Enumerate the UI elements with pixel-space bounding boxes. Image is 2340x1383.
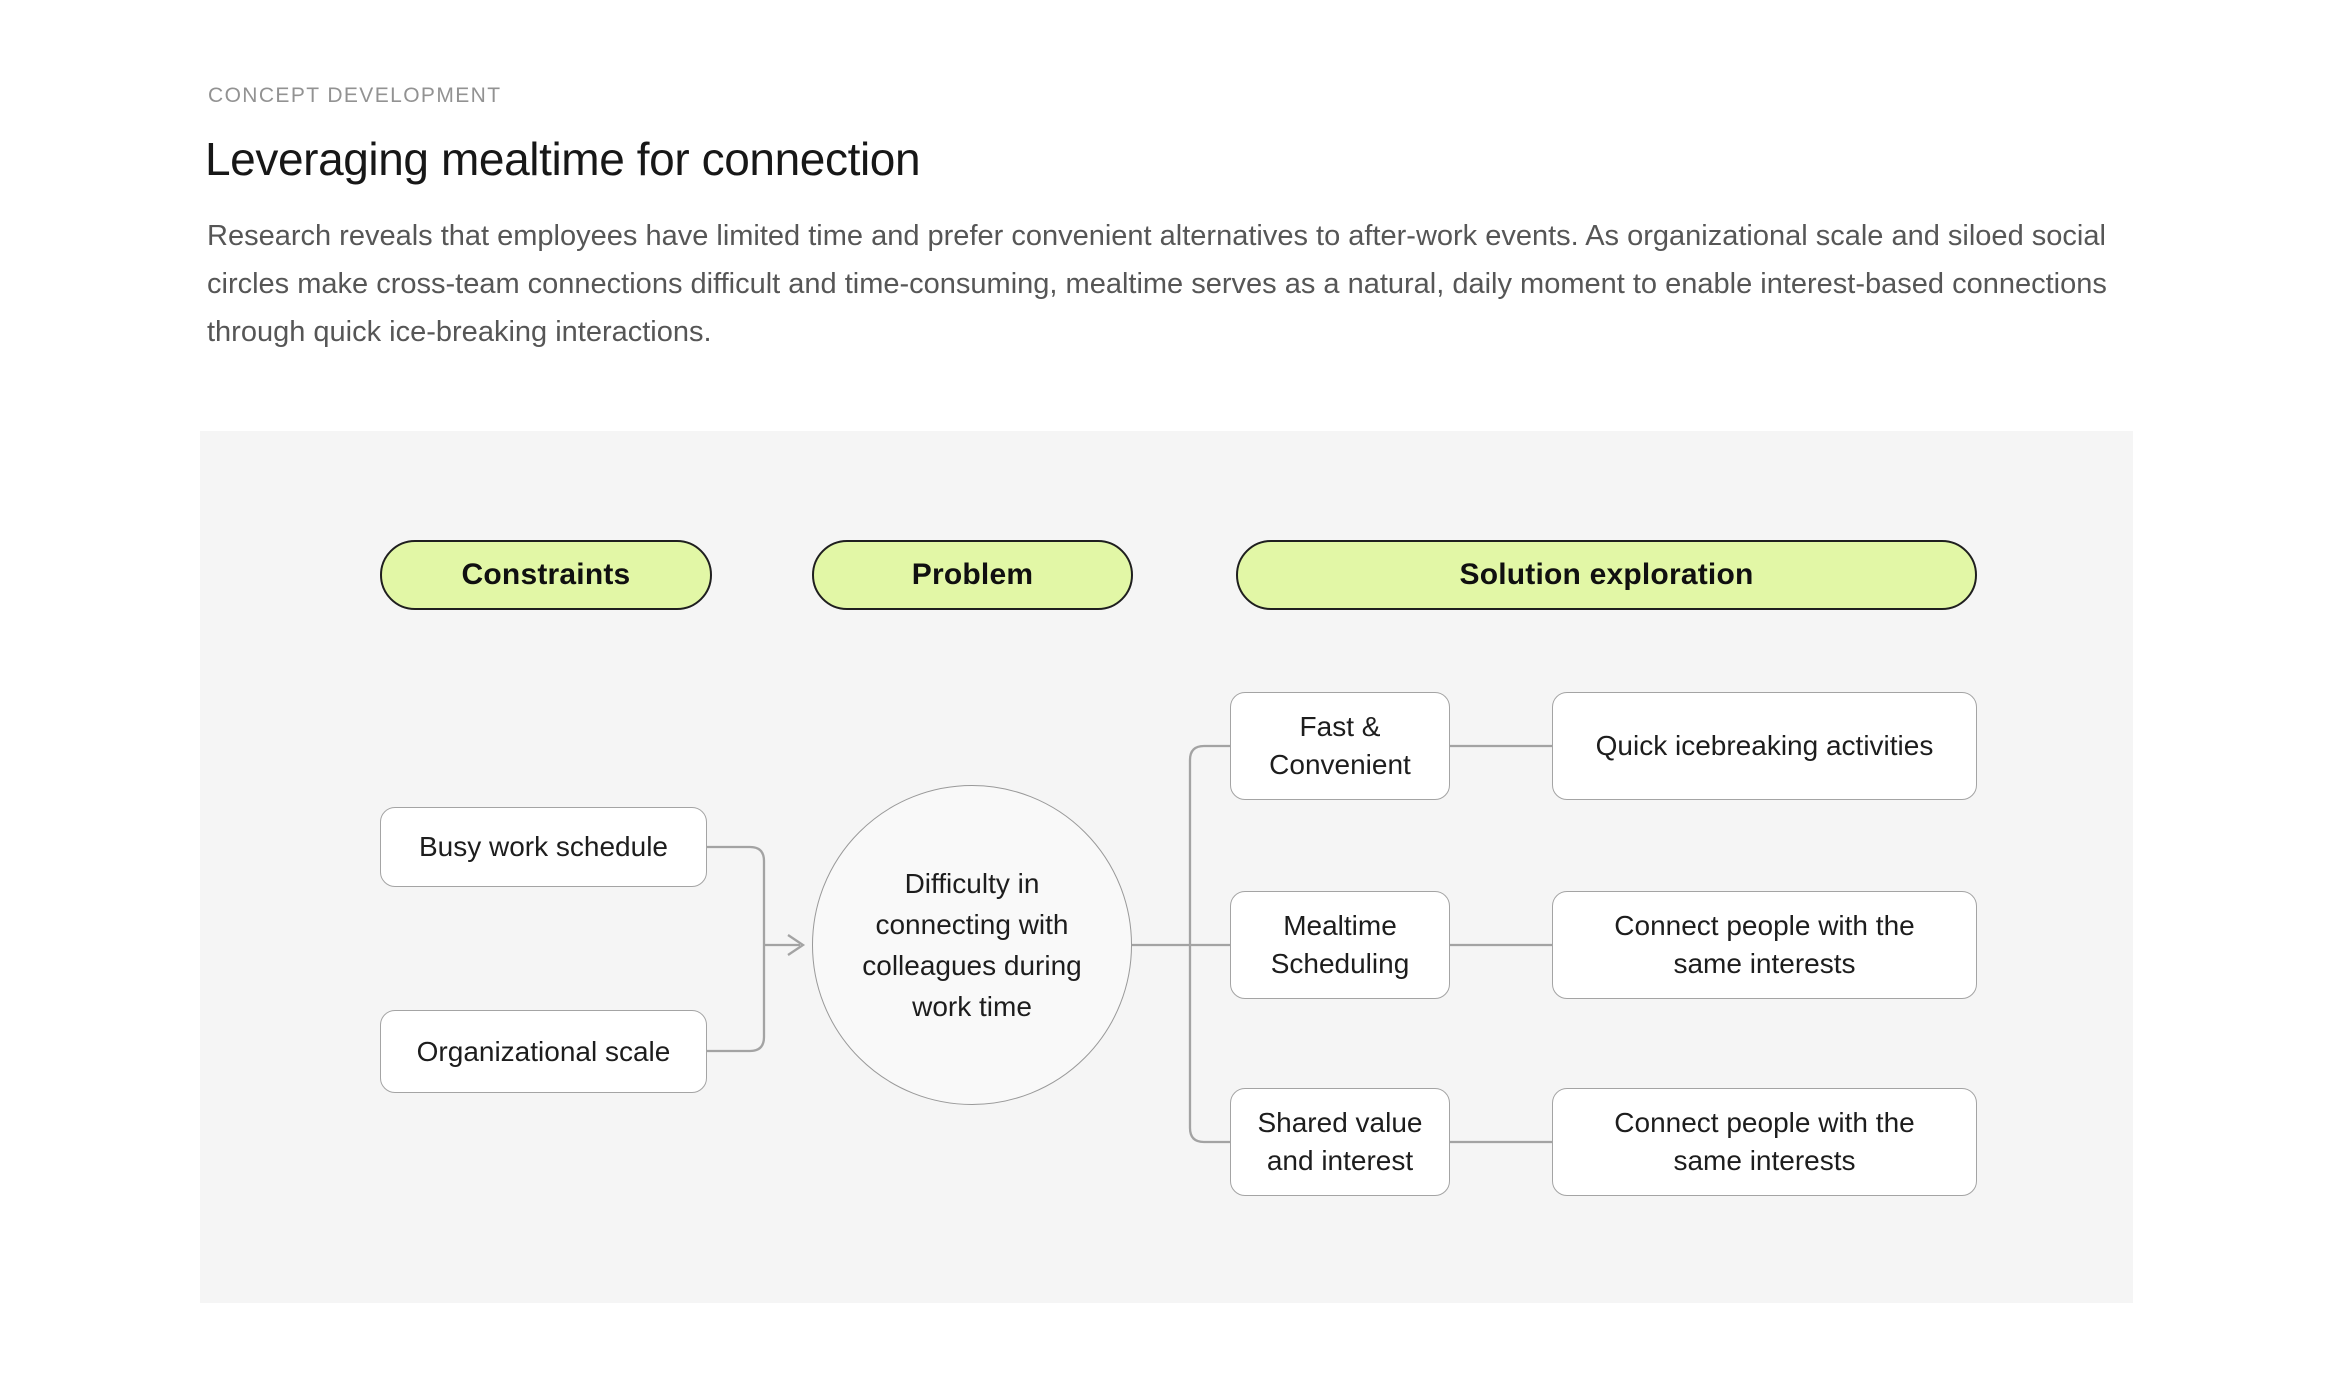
node-label-line: connecting with: [875, 909, 1069, 940]
column-header-problem: Problem: [812, 540, 1133, 610]
node-connect-same-interests-2: Connect people with the same interests: [1552, 1088, 1977, 1196]
node-label-line: Mealtime: [1283, 910, 1397, 941]
node-label-line: same interests: [1673, 1145, 1856, 1176]
node-problem-circle: Difficulty in connecting with colleagues…: [812, 785, 1132, 1105]
node-fast-convenient: Fast & Convenient: [1230, 692, 1450, 800]
node-label: Busy work schedule: [418, 831, 668, 862]
node-label-line: Connect people with the: [1614, 1107, 1915, 1138]
node-busy-work-schedule: Busy work schedule: [380, 807, 707, 887]
node-shared-value-interest: Shared value and interest: [1230, 1088, 1450, 1196]
concept-diagram-panel: Constraints Problem Solution exploration…: [200, 431, 2133, 1303]
page-title: Leveraging mealtime for connection: [205, 133, 921, 185]
node-label-line: Quick icebreaking activities: [1595, 730, 1934, 761]
node-connect-same-interests-1: Connect people with the same interests: [1552, 891, 1977, 999]
connector-org-to-junction: [707, 953, 766, 1053]
node-label-line: same interests: [1673, 948, 1856, 979]
node-label-line: Shared value: [1257, 1107, 1423, 1138]
node-label-line: colleagues during: [862, 950, 1082, 981]
section-eyebrow: CONCEPT DEVELOPMENT: [208, 84, 502, 107]
node-mealtime-scheduling: Mealtime Scheduling: [1230, 891, 1450, 999]
column-header-solution-exploration: Solution exploration: [1236, 540, 1977, 610]
connector-fork-down: [1188, 945, 1230, 1144]
column-header-label: Problem: [911, 558, 1034, 591]
page-description: Research reveals that employees have lim…: [207, 220, 2107, 348]
column-header-constraints: Constraints: [380, 540, 712, 610]
node-label-line: Scheduling: [1270, 948, 1410, 979]
node-quick-icebreaking: Quick icebreaking activities: [1552, 692, 1977, 800]
node-label-line: Fast &: [1299, 711, 1381, 742]
node-organizational-scale: Organizational scale: [380, 1010, 707, 1093]
node-label-line: work time: [912, 991, 1032, 1022]
node-label-line: Connect people with the: [1614, 910, 1915, 941]
connector-busy-to-junction: [707, 845, 766, 937]
column-header-label: Constraints: [461, 558, 631, 591]
connector-fork-up: [1188, 744, 1230, 945]
node-label-line: Difficulty in: [904, 868, 1040, 899]
node-label: Organizational scale: [416, 1035, 671, 1067]
arrowhead-icon: [787, 934, 806, 956]
column-header-label: Solution exploration: [1459, 558, 1754, 591]
node-label-line: and interest: [1266, 1145, 1414, 1176]
node-label-line: Convenient: [1269, 749, 1411, 780]
